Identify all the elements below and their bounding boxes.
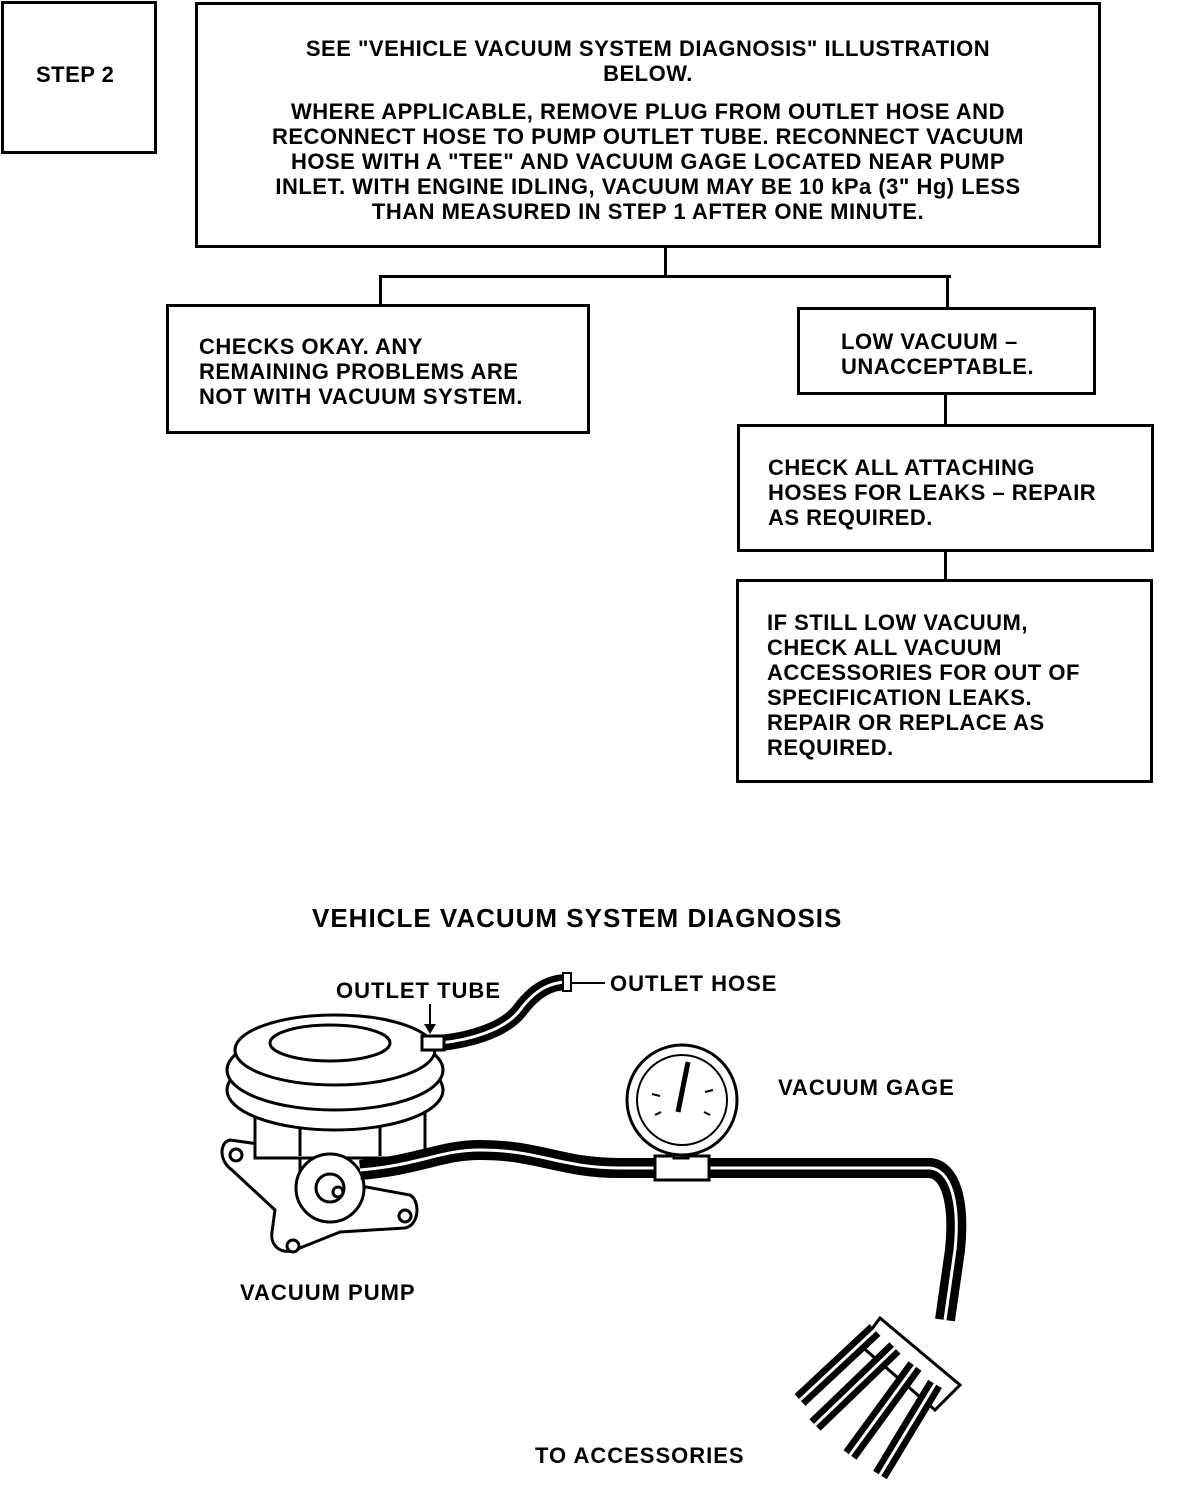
text-line: ACCESSORIES FOR OUT OF — [767, 660, 1080, 685]
pump-outlet-tube — [420, 1034, 446, 1052]
step-label: STEP 2 — [36, 62, 115, 87]
text-line: CHECK ALL VACUUM — [767, 635, 1002, 660]
low-vacuum-text: LOW VACUUM – UNACCEPTABLE. — [841, 329, 1034, 379]
text-line: AS REQUIRED. — [768, 505, 933, 530]
main-instruction-paragraph: WHERE APPLICABLE, REMOVE PLUG FROM OUTLE… — [198, 99, 1098, 224]
connector-main-down — [664, 247, 667, 277]
pump-cover — [268, 1023, 392, 1063]
vacuum-gage-label: VACUUM GAGE — [778, 1075, 955, 1100]
paragraph-line: RECONNECT HOSE TO PUMP OUTLET TUBE. RECO… — [271, 124, 1025, 149]
vacuum-gage-dial — [625, 1043, 739, 1157]
paragraph-line: INLET. WITH ENGINE IDLING, VACUUM MAY BE… — [275, 174, 1021, 199]
text-line: SPECIFICATION LEAKS. — [767, 685, 1033, 710]
text-line: UNACCEPTABLE. — [841, 354, 1035, 379]
text-line: CHECKS OKAY. ANY — [199, 334, 423, 359]
text-line: NOT WITH VACUUM SYSTEM. — [199, 384, 523, 409]
tee-fitting — [653, 1154, 711, 1182]
low-vacuum-box: LOW VACUUM – UNACCEPTABLE. — [797, 307, 1096, 395]
paragraph-line: THAN MEASURED IN STEP 1 AFTER ONE MINUTE… — [371, 199, 925, 224]
illustration-title: VEHICLE VACUUM SYSTEM DIAGNOSIS — [312, 903, 843, 933]
text-line: REQUIRED. — [767, 735, 894, 760]
still-low-vacuum-text: IF STILL LOW VACUUM, CHECK ALL VACUUM AC… — [767, 610, 1080, 760]
text-line: LOW VACUUM – — [841, 329, 1018, 354]
heading-line-2: BELOW. — [603, 61, 693, 86]
still-low-vacuum-box: IF STILL LOW VACUUM, CHECK ALL VACUUM AC… — [736, 579, 1153, 783]
paragraph-line: WHERE APPLICABLE, REMOVE PLUG FROM OUTLE… — [291, 99, 1005, 124]
connector-low-to-check — [944, 393, 947, 426]
text-line: IF STILL LOW VACUUM, — [767, 610, 1028, 635]
main-instruction-box: SEE "VEHICLE VACUUM SYSTEM DIAGNOSIS" IL… — [195, 2, 1101, 248]
vacuum-pump — [220, 1013, 446, 1254]
text-line: REMAINING PROBLEMS ARE — [199, 359, 519, 384]
checks-okay-box: CHECKS OKAY. ANY REMAINING PROBLEMS ARE … — [166, 304, 590, 434]
connector-to-ok — [379, 275, 382, 306]
step-label-box: STEP 2 — [1, 1, 157, 154]
to-accessories-label: TO ACCESSORIES — [535, 1443, 745, 1468]
check-hoses-box: CHECK ALL ATTACHING HOSES FOR LEAKS – RE… — [737, 424, 1154, 552]
paragraph-line: HOSE WITH A "TEE" AND VACUUM GAGE LOCATE… — [290, 149, 1006, 174]
text-line: CHECK ALL ATTACHING — [768, 455, 1035, 480]
check-hoses-text: CHECK ALL ATTACHING HOSES FOR LEAKS – RE… — [768, 455, 1096, 530]
heading-line-1: SEE "VEHICLE VACUUM SYSTEM DIAGNOSIS" IL… — [305, 36, 991, 61]
outlet-hose-label: OUTLET HOSE — [610, 971, 778, 996]
connector-horizontal — [379, 275, 951, 278]
main-instruction-heading: SEE "VEHICLE VACUUM SYSTEM DIAGNOSIS" IL… — [198, 36, 1098, 86]
outlet-tube-label: OUTLET TUBE — [336, 978, 501, 1003]
text-line: REPAIR OR REPLACE AS — [767, 710, 1045, 735]
gage-needle — [675, 1061, 691, 1113]
checks-okay-text: CHECKS OKAY. ANY REMAINING PROBLEMS ARE … — [199, 334, 523, 409]
text-line: HOSES FOR LEAKS – REPAIR — [768, 480, 1097, 505]
connector-check-to-still — [944, 550, 947, 581]
connector-to-low — [946, 275, 949, 308]
vacuum-pump-label: VACUUM PUMP — [240, 1280, 416, 1305]
outlet-hose-plug — [562, 972, 572, 992]
